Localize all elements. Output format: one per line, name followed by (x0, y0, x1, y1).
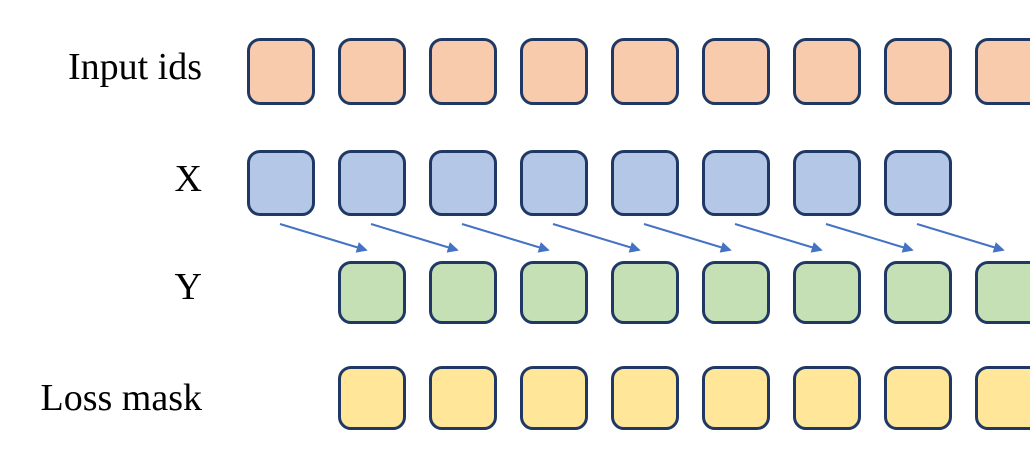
token-cell-loss-mask-8 (975, 366, 1030, 430)
token-cell-y-1 (338, 261, 406, 324)
token-cell-loss-mask-6 (793, 366, 861, 430)
token-cell-input-ids-4 (520, 38, 588, 105)
token-cell-loss-mask-4 (611, 366, 679, 430)
token-cell-x-6 (702, 150, 770, 216)
token-cell-y-3 (520, 261, 588, 324)
token-cell-loss-mask-5 (702, 366, 770, 430)
token-cell-loss-mask-1 (338, 366, 406, 430)
token-cell-loss-mask-3 (520, 366, 588, 430)
token-cell-input-ids-1 (247, 38, 315, 105)
token-cell-x-4 (520, 150, 588, 216)
token-cell-x-2 (338, 150, 406, 216)
token-cell-loss-mask-2 (429, 366, 497, 430)
token-cell-x-1 (247, 150, 315, 216)
token-cell-input-ids-2 (338, 38, 406, 105)
shift-arrow-2 (370, 223, 459, 253)
shift-arrow-8 (916, 223, 1005, 253)
token-cell-input-ids-6 (702, 38, 770, 105)
row-label-x: X (174, 158, 202, 200)
token-cell-x-7 (793, 150, 861, 216)
token-cell-x-5 (611, 150, 679, 216)
token-cell-input-ids-3 (429, 38, 497, 105)
row-label-y: Y (174, 266, 202, 308)
token-cell-y-6 (793, 261, 861, 324)
shift-arrow-4 (552, 223, 641, 253)
shift-arrow-7 (825, 223, 914, 253)
token-cell-input-ids-9 (975, 38, 1030, 105)
token-cell-loss-mask-7 (884, 366, 952, 430)
shift-arrow-5 (643, 223, 732, 253)
token-cell-x-3 (429, 150, 497, 216)
shift-arrow-3 (461, 223, 550, 253)
shift-arrow-1 (279, 223, 368, 253)
shift-arrow-6 (734, 223, 823, 253)
token-cell-y-7 (884, 261, 952, 324)
token-cell-input-ids-7 (793, 38, 861, 105)
row-label-loss-mask: Loss mask (40, 377, 203, 419)
token-cell-y-8 (975, 261, 1030, 324)
token-cell-input-ids-5 (611, 38, 679, 105)
token-cell-input-ids-8 (884, 38, 952, 105)
token-cell-x-8 (884, 150, 952, 216)
token-cell-y-4 (611, 261, 679, 324)
token-cell-y-2 (429, 261, 497, 324)
token-cell-y-5 (702, 261, 770, 324)
row-label-input-ids: Input ids (67, 46, 202, 88)
